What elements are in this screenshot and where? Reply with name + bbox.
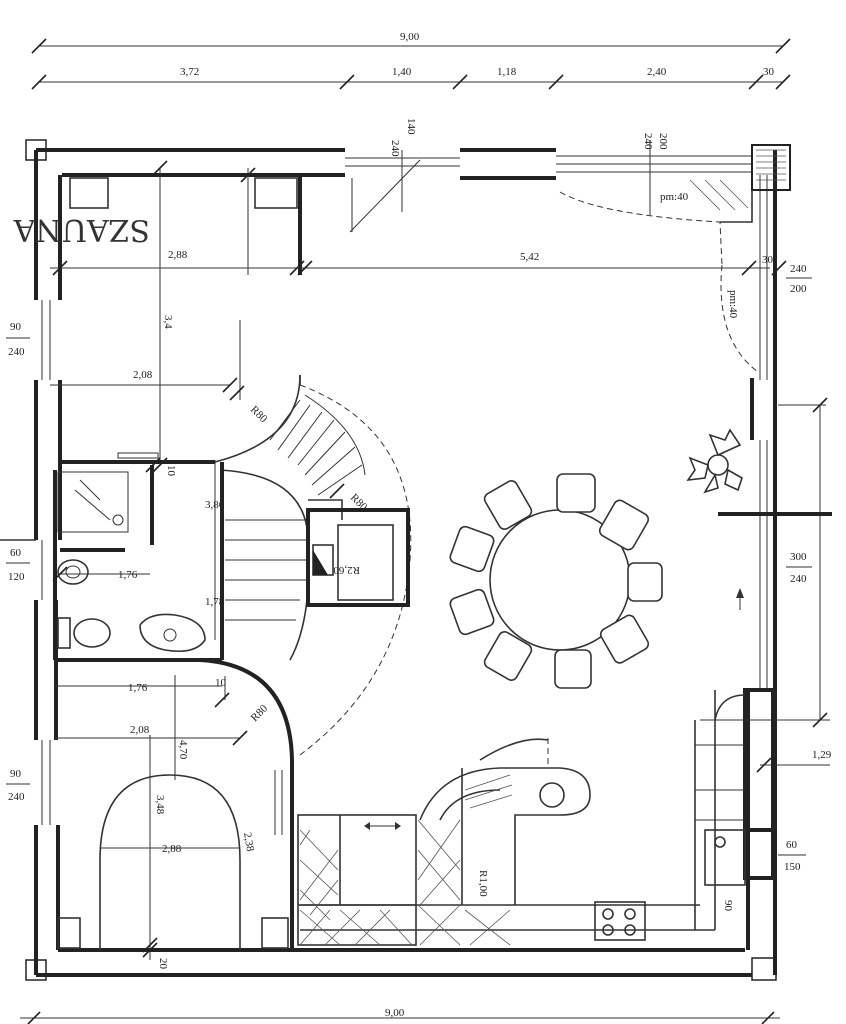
sauna-room: SZAUNA 3,4 — [13, 160, 302, 473]
dim-lower-470: 4,70 — [177, 740, 189, 760]
dim-left-win-a1: 90 — [10, 321, 22, 333]
dim-right-30: 30 — [762, 254, 774, 266]
top-openings: 240 140 240 200 pm:40 pm:40 — [349, 118, 759, 373]
top-dimension-lines: 9,00 3,72 1,40 1,18 2,40 30 — [31, 31, 791, 90]
dim-right-240: 240 — [790, 573, 807, 585]
hall-dimension-line: 2,88 5,42 30 240 200 — [50, 249, 812, 295]
dim-bath-10: 10 — [165, 465, 177, 477]
dim-lower-348: 3,48 — [154, 795, 166, 815]
dim-bath-386: 3,86 — [205, 499, 225, 511]
dim-left-win-c1: 90 — [10, 768, 22, 780]
dim-lower-208: 2,08 — [130, 724, 150, 736]
dim-top-seg-3: 1,18 — [497, 66, 517, 78]
dim-stair-178: 1,78 — [205, 596, 225, 608]
dim-top-total: 9,00 — [400, 31, 420, 43]
dim-left-win-b2: 120 — [8, 571, 25, 583]
dim-right-win-a1: 240 — [790, 263, 807, 275]
upper-left-room: 2,08 — [50, 320, 241, 464]
hatched-area — [297, 814, 511, 946]
lower-left-room: 1,76 10 2,08 R80 4,70 3,48 2,88 2,38 20 … — [6, 658, 294, 970]
dim-lower-10: 10 — [215, 677, 227, 689]
dim-window-top-a1: 240 — [389, 140, 401, 157]
dim-sauna-width: 2,88 — [168, 249, 188, 261]
dim-left-win-b1: 60 — [10, 547, 22, 559]
dim-r80-c: R80 — [249, 702, 271, 724]
dim-right-win-a2: 200 — [790, 283, 807, 295]
dining-table — [449, 473, 663, 689]
dim-right-300: 300 — [790, 551, 807, 563]
dim-kitchen-90: 90 — [722, 900, 734, 912]
dim-pm40-side: pm:40 — [727, 290, 739, 319]
dim-right-150: 150 — [784, 861, 801, 873]
bar-counter: R1,00 — [419, 738, 591, 905]
dim-top-seg-5: 30 — [763, 66, 775, 78]
dim-left-win-a2: 240 — [8, 346, 25, 358]
dim-top-seg-2: 1,40 — [392, 66, 412, 78]
dim-bottom-20: 20 — [157, 958, 169, 970]
chimney-core: R2,60 — [306, 508, 410, 607]
dim-window-top-b1: 240 — [642, 133, 654, 150]
dim-right-129: 1,29 — [812, 749, 832, 761]
dim-top-seg-4: 2,40 — [647, 66, 667, 78]
right-dimension-lines: 300 240 1,29 60 150 — [700, 397, 832, 873]
dim-pm40-top: pm:40 — [660, 191, 689, 203]
dim-lower-238: 2,38 — [241, 831, 256, 853]
dim-r80-a: R80 — [248, 404, 270, 426]
dim-window-top-b2: 200 — [657, 133, 669, 150]
dim-top-seg-1: 3,72 — [180, 66, 199, 78]
dim-hall-width: 5,42 — [520, 251, 539, 263]
dim-lower-288: 2,88 — [162, 843, 182, 855]
plant-icon — [686, 428, 743, 494]
dim-r260: R2,60 — [333, 564, 360, 576]
dim-r100: R1,00 — [477, 870, 489, 897]
dim-lower-176: 1,76 — [128, 682, 148, 694]
bottom-dimension-line: 9,00 — [20, 1007, 780, 1024]
dim-bottom-total: 9,00 — [385, 1007, 405, 1019]
dim-room-depth-a: 3,4 — [162, 315, 174, 329]
bathroom: 10 3,86 1,76 1,78 60 120 — [0, 457, 225, 662]
dim-room-width-a: 2,08 — [133, 369, 153, 381]
dim-right-60: 60 — [786, 839, 798, 851]
sauna-label: SZAUNA — [13, 212, 150, 247]
dim-window-top-a2: 140 — [405, 118, 417, 135]
dim-bath-width: 1,76 — [118, 569, 138, 581]
dim-left-win-c2: 240 — [8, 791, 25, 803]
